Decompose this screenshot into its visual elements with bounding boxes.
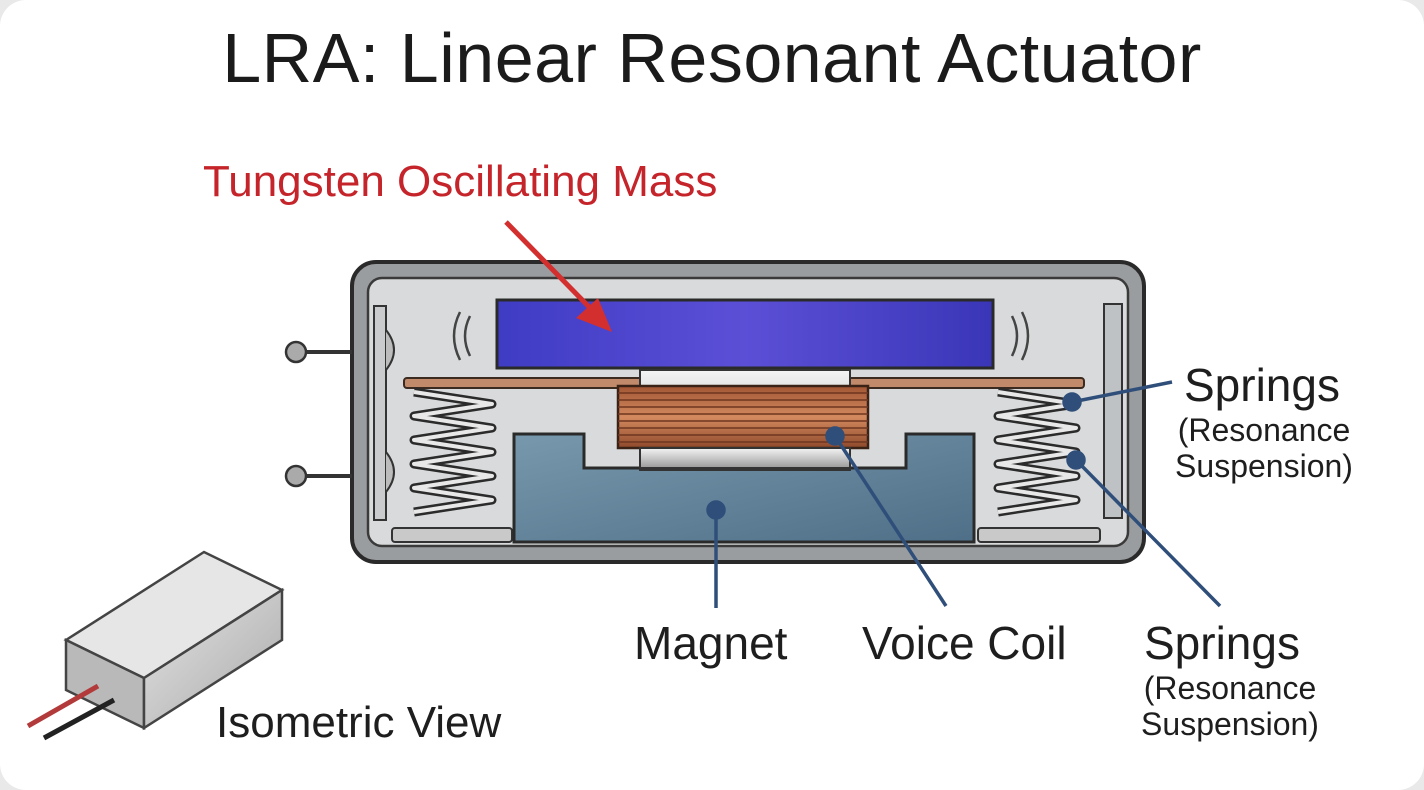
isometric-view-image (26, 550, 285, 741)
magnet (512, 432, 976, 544)
magnet-label: Magnet (634, 617, 788, 669)
page-title: LRA: Linear Resonant Actuator (222, 19, 1202, 97)
springs-bottom-sub-line2: Suspension) (1141, 706, 1319, 742)
springs-top-sub: (Resonance Suspension) (1166, 412, 1362, 484)
mass-arrow (504, 220, 612, 332)
leader-lines (706, 380, 1222, 608)
tungsten-mass (495, 298, 995, 370)
magnet-core-bottom (639, 447, 851, 469)
vibration-marks (452, 311, 1030, 361)
springs-bottom-sub: (Resonance Suspension) (1132, 670, 1328, 742)
springs-bottom-sub-line1: (Resonance (1143, 670, 1317, 706)
voice-coil-label: Voice Coil (862, 617, 1067, 669)
mass-label: Tungsten Oscillating Mass (203, 157, 718, 206)
isometric-view-label: Isometric View (216, 698, 502, 747)
left-spring (391, 387, 513, 543)
springs-bottom-label: Springs (1144, 617, 1300, 669)
terminal-pins (284, 340, 352, 488)
springs-top-label: Springs (1184, 359, 1340, 411)
springs-top-sub-line2: Suspension) (1175, 448, 1353, 484)
springs-top-sub-line1: (Resonance (1177, 412, 1351, 448)
